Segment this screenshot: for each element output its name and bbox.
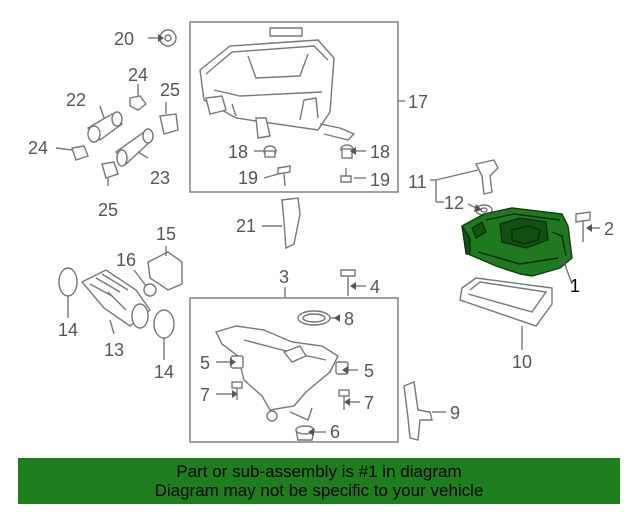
bolt-19-right xyxy=(340,168,352,183)
resonator-box-3 xyxy=(215,325,339,421)
callout-24-top: 24 xyxy=(128,65,148,85)
callout-14-right: 14 xyxy=(154,362,174,382)
seal-ring-8 xyxy=(297,310,331,326)
hose-22 xyxy=(86,111,124,143)
callout-7-left: 7 xyxy=(200,385,210,405)
sensor-11 xyxy=(474,159,499,195)
callout-6: 6 xyxy=(330,422,340,442)
callout-20: 20 xyxy=(114,29,134,49)
callout-9: 9 xyxy=(450,403,460,423)
clamp-16 xyxy=(143,283,157,297)
hose-23 xyxy=(114,128,154,167)
callout-19-right: 19 xyxy=(370,170,390,190)
clamp-24-left xyxy=(71,145,89,161)
callout-17: 17 xyxy=(408,92,428,112)
banner-line-1: Part or sub-assembly is #1 in diagram xyxy=(176,462,462,481)
callout-5-right: 5 xyxy=(364,361,374,381)
callout-18-right: 18 xyxy=(370,142,390,162)
clamp-14-left xyxy=(58,267,78,297)
resonator-15 xyxy=(147,251,183,291)
grommet-unlabeled xyxy=(266,410,278,422)
callout-3: 3 xyxy=(279,267,289,287)
callout-16: 16 xyxy=(116,250,136,270)
callout-7-right: 7 xyxy=(364,393,374,413)
callout-8: 8 xyxy=(344,309,354,329)
leader-lines xyxy=(55,37,600,433)
callout-19-left: 19 xyxy=(238,168,258,188)
bolt-7-right xyxy=(338,389,350,410)
callout-5-left: 5 xyxy=(200,353,210,373)
callout-15: 15 xyxy=(156,224,176,244)
callout-25-bottom: 25 xyxy=(98,200,118,220)
banner-line-2: Diagram may not be specific to your vehi… xyxy=(154,481,484,500)
air-filter-10 xyxy=(459,277,553,340)
clamp-24-top xyxy=(129,90,147,111)
callout-18-left: 18 xyxy=(228,142,248,162)
callout-11: 11 xyxy=(408,172,427,192)
grommet-18-left xyxy=(263,145,277,158)
bolt-19-left xyxy=(277,165,291,187)
clip-25-top xyxy=(159,113,179,135)
upper-housing-group-box xyxy=(189,21,399,193)
bracket-21 xyxy=(281,197,301,250)
grommet-20 xyxy=(159,29,177,47)
callout-13: 13 xyxy=(104,340,124,360)
bolt-4 xyxy=(340,269,356,296)
diagram-notice-banner: Part or sub-assembly is #1 in diagram Di… xyxy=(18,458,620,504)
callout-23: 23 xyxy=(150,168,170,188)
clip-25-bottom xyxy=(101,161,119,179)
upper-housing-cover xyxy=(199,27,356,141)
callout-24-left: 24 xyxy=(28,138,48,158)
clamp-14-right xyxy=(153,309,175,339)
leader-arrowheads xyxy=(158,34,592,436)
bracket-9 xyxy=(403,381,433,441)
callout-25-top: 25 xyxy=(160,80,180,100)
bolt-2 xyxy=(575,211,591,242)
callout-1: 1 xyxy=(570,276,580,296)
callout-2: 2 xyxy=(604,219,614,239)
air-cleaner-housing-1 xyxy=(461,207,573,277)
intake-duct-13 xyxy=(80,269,151,329)
callout-4: 4 xyxy=(370,277,380,297)
callout-labels: 20 24 22 25 24 23 25 17 18 18 19 19 11 1… xyxy=(28,29,614,442)
lower-resonator-group-box xyxy=(189,297,399,443)
callout-22: 22 xyxy=(66,90,86,110)
callout-12: 12 xyxy=(444,193,464,213)
callout-14-left: 14 xyxy=(58,320,78,340)
callout-10: 10 xyxy=(512,352,532,372)
callout-21: 21 xyxy=(236,216,256,236)
